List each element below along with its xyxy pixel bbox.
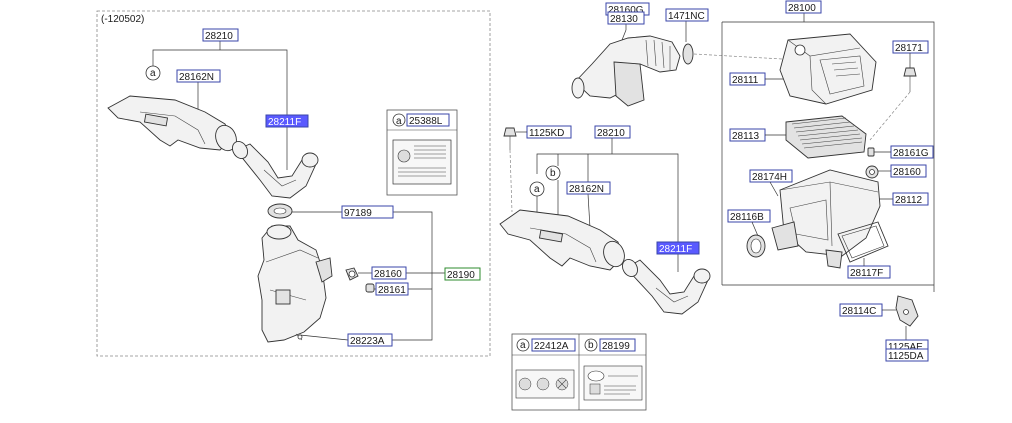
label-28130[interactable]: 28130 — [607, 11, 645, 25]
bolt-28171 — [903, 67, 917, 92]
svg-text:28161: 28161 — [378, 285, 406, 296]
label-28113[interactable]: 28113 — [729, 128, 766, 142]
label-28160-left[interactable]: 28160 — [371, 266, 407, 280]
svg-text:1471NC: 1471NC — [668, 11, 705, 22]
seal-ring — [267, 203, 293, 219]
svg-text:1125KD: 1125KD — [529, 128, 564, 139]
air-cleaner-body — [771, 169, 881, 269]
air-cleaner-cover — [779, 33, 877, 105]
svg-text:a: a — [534, 184, 540, 195]
label-28112[interactable]: 28112 — [892, 192, 929, 206]
svg-text:28117F: 28117F — [850, 268, 883, 279]
label-25388L[interactable]: 25388L — [406, 113, 450, 127]
air-filter — [785, 115, 867, 159]
label-28100[interactable]: 28100 — [785, 0, 822, 14]
variant-frame — [96, 10, 491, 357]
svg-text:28112: 28112 — [895, 195, 923, 206]
svg-text:a: a — [396, 116, 402, 127]
svg-text:28160G: 28160G — [608, 5, 644, 16]
svg-text:28171: 28171 — [895, 43, 923, 54]
svg-text:a: a — [520, 340, 526, 351]
svg-text:28211F: 28211F — [659, 244, 692, 255]
bolt-28160-left — [345, 267, 359, 281]
label-28114C[interactable]: 28114C — [839, 303, 883, 317]
svg-text:28100: 28100 — [788, 3, 816, 14]
hose-left — [232, 141, 319, 199]
label-28171[interactable]: 28171 — [892, 40, 929, 54]
callout-a-left: a — [145, 65, 161, 81]
label-97189[interactable]: 97189 — [341, 205, 394, 219]
label-1471NC[interactable]: 1471NC — [665, 8, 709, 22]
label-22412A[interactable]: 22412A — [531, 338, 576, 352]
label-28174H[interactable]: 28174H — [749, 169, 793, 183]
svg-text:28113: 28113 — [732, 131, 760, 142]
label-28210-right[interactable]: 28210 — [594, 125, 631, 139]
label-28117F[interactable]: 28117F — [847, 265, 891, 279]
label-1125KD[interactable]: 1125KD — [526, 125, 572, 139]
label-28160-right[interactable]: 28160 — [890, 164, 927, 178]
svg-text:28223A: 28223A — [350, 336, 385, 347]
svg-text:b: b — [550, 168, 556, 179]
bolt-28160-right — [865, 165, 879, 179]
svg-text:28190: 28190 — [447, 270, 475, 281]
svg-text:28174H: 28174H — [752, 172, 787, 183]
label-1125DA[interactable]: 1125DA — [885, 348, 929, 362]
svg-text:28199: 28199 — [602, 341, 630, 352]
svg-text:28162N: 28162N — [569, 184, 604, 195]
label-28211F-left[interactable]: 28211F — [265, 114, 309, 128]
intake-duct-left — [107, 95, 237, 152]
hose-right — [622, 259, 711, 315]
svg-text:97189: 97189 — [344, 208, 372, 219]
clip-28161-left — [365, 283, 375, 293]
svg-text:28161G: 28161G — [893, 148, 929, 159]
bracket-28114C — [895, 295, 919, 327]
label-28210-left[interactable]: 28210 — [202, 28, 239, 42]
svg-text:b: b — [588, 340, 594, 351]
svg-text:28111: 28111 — [732, 75, 759, 86]
svg-text:1125AE: 1125AE — [888, 342, 923, 353]
resonator — [257, 224, 333, 343]
intake-duct-right — [499, 209, 625, 271]
label-kit-box: a 22412A b 28199 — [511, 333, 647, 411]
label-28162N-right[interactable]: 28162N — [566, 181, 611, 195]
gasket-28117F — [837, 221, 889, 263]
svg-text:28130: 28130 — [610, 14, 638, 25]
screw-28223A — [295, 333, 303, 341]
label-28223A[interactable]: 28223A — [347, 333, 393, 347]
caution-label-box: a 25388L — [386, 109, 458, 196]
svg-text:28160: 28160 — [374, 269, 402, 280]
svg-text:28210: 28210 — [597, 128, 625, 139]
svg-text:28162N: 28162N — [179, 72, 214, 83]
label-28190[interactable]: 28190 — [444, 267, 481, 281]
callout-b-right: b — [545, 165, 561, 181]
svg-text:28116B: 28116B — [730, 212, 764, 223]
variant-note: (-120502) — [101, 14, 144, 25]
callout-a-right: a — [529, 181, 545, 197]
bolt-1125KD — [503, 127, 517, 150]
svg-text:1125DA: 1125DA — [888, 351, 924, 362]
label-28116B[interactable]: 28116B — [727, 209, 771, 223]
svg-text:28114C: 28114C — [842, 306, 876, 317]
label-28161-left[interactable]: 28161 — [375, 282, 409, 296]
resonator-pipe — [571, 35, 694, 107]
intake-seal — [746, 234, 766, 258]
svg-text:28210: 28210 — [205, 31, 233, 42]
label-28161G[interactable]: 28161G — [890, 145, 934, 159]
svg-text:28160: 28160 — [893, 167, 921, 178]
clip-28161G — [867, 147, 875, 157]
svg-text:a: a — [150, 68, 156, 79]
svg-text:22412A: 22412A — [534, 341, 569, 352]
label-28199[interactable]: 28199 — [599, 338, 636, 352]
label-28111[interactable]: 28111 — [729, 72, 766, 86]
svg-text:25388L: 25388L — [409, 116, 443, 127]
label-28211F-right[interactable]: 28211F — [656, 241, 700, 255]
label-28162N-left[interactable]: 28162N — [176, 69, 221, 83]
svg-text:28211F: 28211F — [268, 117, 301, 128]
